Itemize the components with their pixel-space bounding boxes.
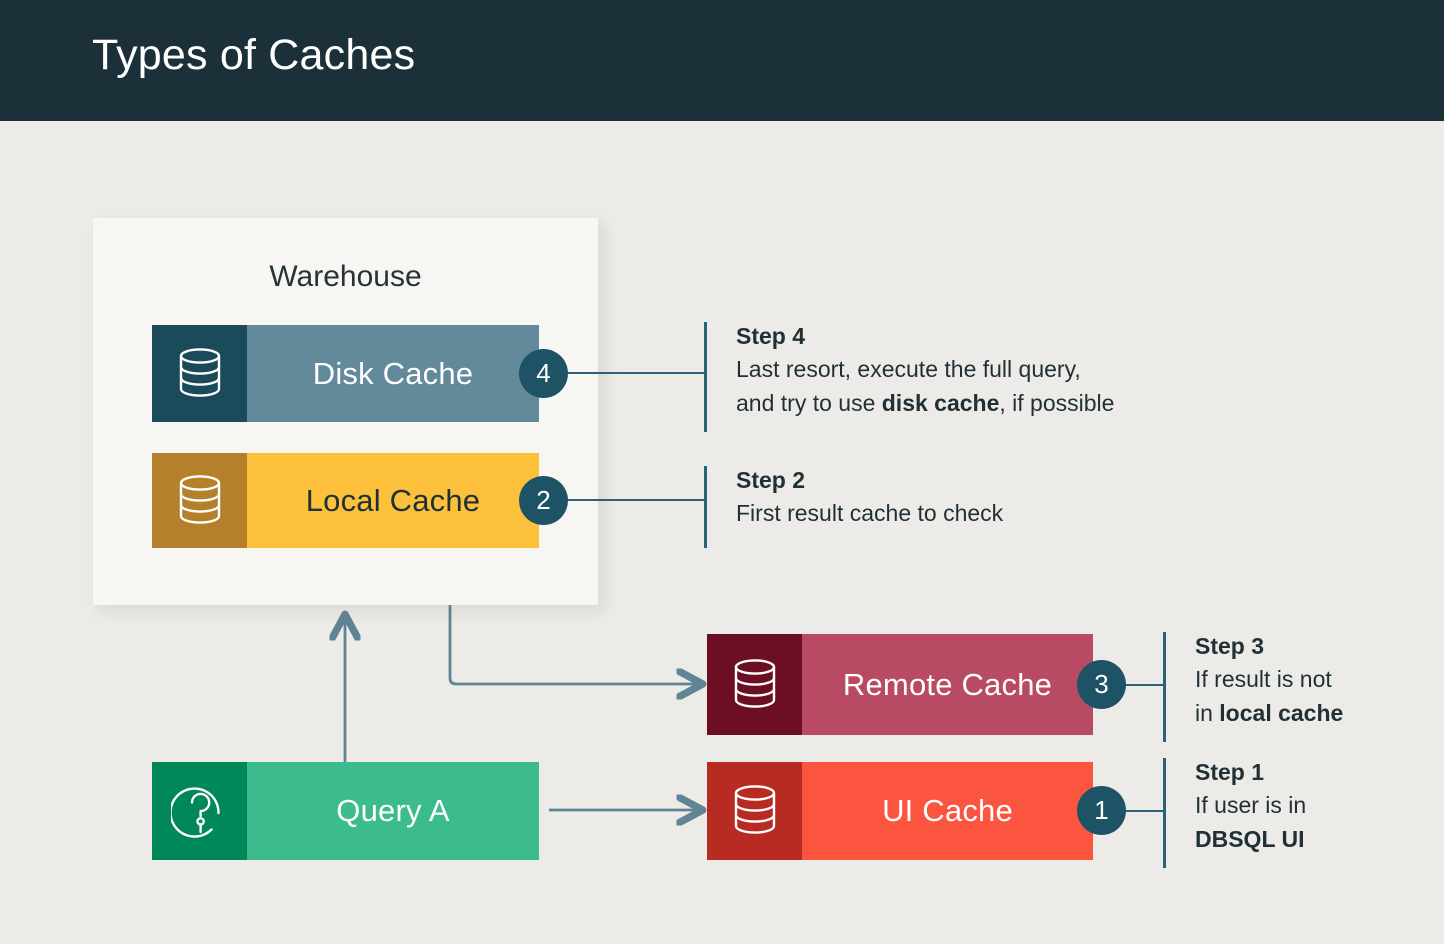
page-title: Types of Caches (92, 31, 416, 79)
step-block-3: Step 3 If result is not in local cache (1163, 632, 1433, 742)
database-icon (152, 325, 247, 422)
step-badge-1[interactable]: 1 (1077, 786, 1126, 835)
step-description: If result is not in local cache (1195, 663, 1433, 730)
page-header: Types of Caches (0, 0, 1444, 121)
step-description: If user is in DBSQL UI (1195, 789, 1433, 856)
connector-line-step-2 (566, 499, 706, 501)
node-query-a[interactable]: Query A (152, 762, 539, 860)
step-line-2-prefix: and try to use (736, 389, 882, 416)
step-line-2-bold: disk cache (881, 389, 1000, 416)
step-line-2-bold: DBSQL UI (1195, 825, 1305, 852)
step-badge-4[interactable]: 4 (519, 349, 568, 398)
step-block-1: Step 1 If user is in DBSQL UI (1163, 758, 1433, 868)
step-title: Step 2 (736, 467, 806, 493)
node-remote-cache-label: Remote Cache (802, 634, 1093, 735)
step-description: Last resort, execute the full query, and… (736, 353, 1224, 420)
database-icon (152, 453, 247, 548)
step-block-2: Step 2 First result cache to check (704, 466, 1224, 548)
step-block-4: Step 4 Last resort, execute the full que… (704, 322, 1224, 432)
step-line-1: If result is not (1195, 666, 1332, 693)
connector-line-step-3 (1124, 684, 1165, 686)
step-description: First result cache to check (736, 497, 1224, 530)
step-line-2-bold: local cache (1219, 699, 1344, 726)
step-line-1: First result cache to check (736, 500, 1004, 527)
database-icon (707, 634, 802, 735)
question-circle-icon (152, 762, 247, 860)
step-line-2-suffix: , if possible (999, 389, 1115, 416)
connector-line-step-1 (1124, 810, 1165, 812)
step-badge-3[interactable]: 3 (1077, 660, 1126, 709)
step-badge-2[interactable]: 2 (519, 476, 568, 525)
node-ui-cache-label: UI Cache (802, 762, 1093, 860)
node-local-cache[interactable]: Local Cache (152, 453, 539, 548)
node-disk-cache[interactable]: Disk Cache (152, 325, 539, 422)
node-ui-cache[interactable]: UI Cache (707, 762, 1093, 860)
node-disk-cache-label: Disk Cache (247, 325, 539, 422)
step-title: Step 4 (736, 323, 806, 349)
step-title: Step 3 (1195, 633, 1265, 659)
connector-line-step-4 (566, 372, 706, 374)
step-title: Step 1 (1195, 759, 1265, 785)
node-local-cache-label: Local Cache (247, 453, 539, 548)
node-query-a-label: Query A (247, 762, 539, 860)
node-remote-cache[interactable]: Remote Cache (707, 634, 1093, 735)
warehouse-label: Warehouse (269, 260, 422, 293)
step-line-2-prefix: in (1195, 699, 1220, 726)
database-icon (707, 762, 802, 860)
step-line-1: Last resort, execute the full query, (736, 356, 1081, 383)
step-line-1: If user is in (1195, 792, 1307, 819)
